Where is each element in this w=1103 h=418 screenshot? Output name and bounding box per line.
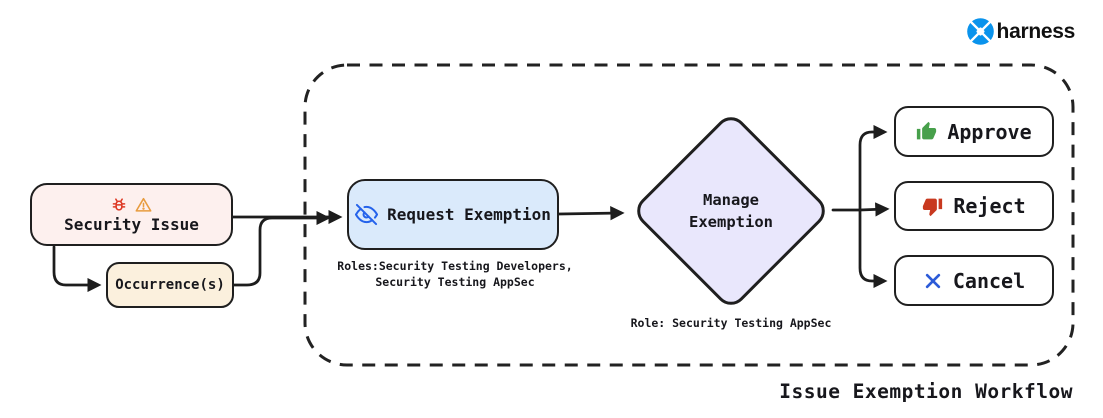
security-issue-icons <box>110 195 153 214</box>
harness-logo-icon <box>966 18 994 45</box>
thumbs-up-icon <box>917 121 937 140</box>
thumbs-down-icon <box>923 198 943 216</box>
request-exemption-node: Request Exemption <box>347 179 559 250</box>
approve-node: Approve <box>894 106 1054 157</box>
eye-slash-icon <box>355 203 379 226</box>
request-exemption-label: Request Exemption <box>387 205 551 224</box>
workflow-boundary <box>303 63 1075 367</box>
x-icon <box>925 273 941 288</box>
role-note: Role: Security Testing AppSec <box>630 316 832 330</box>
security-issue-label: Security Issue <box>64 215 199 234</box>
manage-exemption-label-line1: Manage <box>703 190 759 209</box>
brand-name: harness <box>996 19 1076 43</box>
reject-node: Reject <box>894 181 1054 231</box>
roles-note: Roles:Security Testing Developers, Secur… <box>327 259 583 290</box>
bug-icon <box>112 197 126 211</box>
reject-label: Reject <box>953 194 1026 218</box>
manage-exemption-label: Manage Exemption <box>660 140 802 282</box>
arrow-manage-to-cancel <box>858 208 888 289</box>
approve-label: Approve <box>947 119 1032 144</box>
cancel-node: Cancel <box>894 255 1054 306</box>
arrow-security-to-occurrences <box>52 245 102 293</box>
brand-logo: harness <box>966 17 1075 46</box>
manage-exemption-label-line2: Exemption <box>689 213 773 231</box>
arrow-manage-to-approve <box>858 124 888 212</box>
security-issue-node: Security Issue <box>30 183 233 246</box>
arrow-request-to-manage <box>557 206 625 221</box>
workflow-title: Issue Exemption Workflow <box>779 380 1073 403</box>
cancel-label: Cancel <box>952 268 1026 293</box>
arrow-manage-to-reject <box>858 202 890 217</box>
roles-note-line2: Security Testing AppSec <box>375 274 535 289</box>
occurrences-node: Occurrence(s) <box>106 262 234 308</box>
occurrences-label: Occurrence(s) <box>115 277 225 293</box>
arrow-occurrences-to-request <box>232 210 331 287</box>
warning-icon <box>135 197 152 212</box>
roles-note-line1: Roles:Security Testing Developers, <box>337 259 573 273</box>
